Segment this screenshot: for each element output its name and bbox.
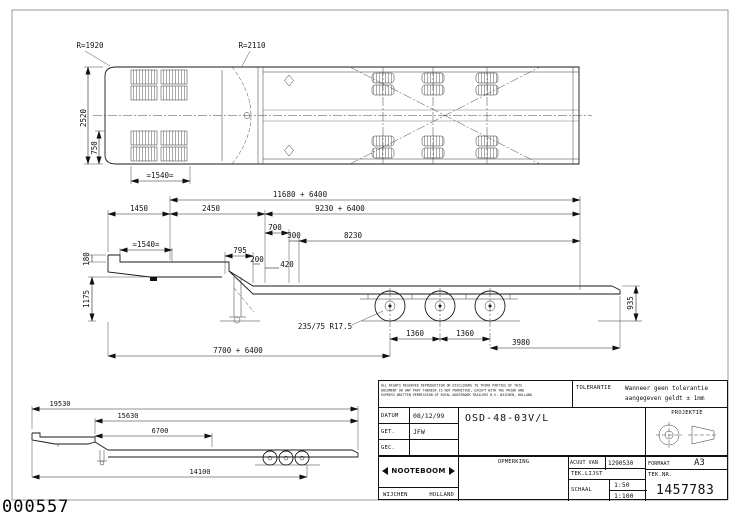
brand-city: WIJCHEN [383, 492, 408, 498]
getekend-row: GET. JFW [379, 424, 459, 440]
dim-neck-length: 2450 [202, 204, 221, 213]
dim-radius-neck: R=2110 [238, 41, 266, 50]
drawing-title-cell: OSD-48-03V/L [459, 408, 646, 456]
scale-label: SCHAAL [571, 487, 593, 493]
dim-ext-wheelbase: 14100 [189, 468, 210, 476]
teklijst-label: TEK.LIJST [571, 471, 603, 477]
brand-name: NOOTEBOOM [391, 467, 446, 475]
suspension [360, 294, 518, 300]
first-angle-projection-icon [656, 422, 718, 448]
dim-overall-length: 11680 + 6400 [273, 190, 328, 199]
gecontroleerd-row: GEC. [379, 440, 459, 456]
dim-neck-height: 1175 [82, 290, 91, 308]
remarks-label: OPMERKING [497, 459, 530, 465]
brand-logo: NOOTEBOOM [379, 467, 458, 475]
kingpin [150, 277, 157, 281]
lashing-diamonds [284, 74, 294, 157]
scale-value-2: 1:100 [614, 492, 634, 500]
sheet-frame [11, 9, 729, 501]
dim-overall-width: 2520 [79, 108, 88, 127]
dim-ext-overall: 19530 [49, 400, 70, 408]
landing-gear [229, 277, 255, 324]
tolerance-text-2: aangegeven geldt ± 1mm [625, 395, 705, 402]
logo-left-arrow-icon [382, 467, 389, 475]
copyright-line: ALL RIGHTS RESERVED REPRODUCTION OR DISC… [381, 383, 523, 388]
dim-half-width: 750 [90, 141, 99, 155]
format-row: FORMAAT A3 [646, 456, 728, 470]
drawing-title: OSD-48-03V/L [465, 413, 550, 424]
document-code: 000557 [2, 497, 70, 517]
tyre-size-label: 235/75 R17.5 [298, 322, 352, 331]
datum-label: DATUM [381, 413, 399, 419]
dim-ext-extension: 6700 [152, 427, 169, 435]
format-value: A3 [694, 458, 705, 468]
gooseneck-floor-plates [130, 69, 188, 162]
scale-cell: SCHAAL 1:50 1:100 [569, 480, 647, 501]
side-view: 11680 + 6400 1450 2450 9230 + 6400 700 3… [82, 190, 642, 359]
teklijst-row: TEK.LIJST [569, 469, 646, 480]
drawing-number-label: TEK.NR. [648, 472, 673, 478]
dim-180: 180 [82, 252, 91, 266]
datum-value: 08/12/99 [413, 412, 445, 420]
acuut-row: ACUUT VAN 1290530 [569, 456, 646, 470]
dim-700: 700 [268, 223, 282, 232]
axles-plan [349, 66, 541, 165]
drawing-number-value: 1457783 [656, 483, 715, 498]
dim-front-overhang: 1450 [130, 204, 149, 213]
format-label: FORMAAT [648, 461, 670, 467]
tolerance-text-1: Wanneer geen tolerantie [625, 385, 709, 392]
dim-axle-spacing-1: 1360 [406, 329, 425, 338]
dim-track-side: =1540= [132, 240, 160, 249]
wheels-small [255, 450, 320, 466]
datum-row: DATUM 08/12/99 [379, 408, 459, 424]
copyright-notice: ALL RIGHTS RESERVED REPRODUCTION OR DISC… [379, 381, 573, 408]
dim-track-top: =1540= [146, 171, 174, 180]
gecontroleerd-label: GEC. [381, 445, 396, 451]
remarks-cell: OPMERKING [459, 456, 569, 501]
getekend-label: GET. [381, 429, 396, 435]
top-view: R=1920 R=2110 2520 750 =1540= [76, 41, 592, 184]
logo-right-arrow-icon [448, 467, 455, 475]
tolerance-cell: TOLERANTIE Wanneer geen tolerantie aange… [573, 381, 728, 408]
copyright-line: DOCUMENT OR ANY PART THEREOF IS NOT PERM… [381, 388, 525, 393]
dim-200: 200 [250, 255, 264, 264]
scale-value-1: 1:50 [610, 480, 647, 491]
acuut-label: ACUUT VAN [570, 460, 598, 466]
extended-view: 19530 15630 6700 14100 [31, 400, 359, 480]
dim-wheelbase: 7700 + 6400 [213, 346, 263, 355]
brand-cell: NOOTEBOOM WIJCHEN HOLLAND [379, 456, 459, 501]
projection-cell: PROJEKTIE [646, 408, 728, 456]
dim-axle-spacing-2: 1360 [456, 329, 475, 338]
title-block: ALL RIGHTS RESERVED REPRODUCTION OR DISC… [378, 380, 728, 501]
projection-label: PROJEKTIE [671, 410, 703, 416]
dim-deck-plus-ext: 9230 + 6400 [315, 204, 365, 213]
dim-420: 420 [280, 260, 294, 269]
brand-country: HOLLAND [429, 492, 454, 498]
dim-deck-height: 935 [626, 296, 635, 310]
copyright-line: EXPRESS WRITTEN PERMISSION OF ROYAL NOOT… [381, 393, 533, 398]
landing-gear-small [97, 450, 107, 466]
dim-rear-section: 8230 [344, 231, 363, 240]
dim-radius-front: R=1920 [76, 41, 104, 50]
acuut-value: 1290530 [608, 460, 634, 467]
dim-300: 300 [287, 231, 301, 240]
dim-ext-deck: 15630 [117, 412, 138, 420]
tolerance-label: TOLERANTIE [576, 385, 612, 391]
dim-rear-overhang: 3980 [512, 338, 531, 347]
drawing-number-cell: TEK.NR. 1457783 [646, 470, 728, 501]
dim-795: 795 [233, 246, 247, 255]
getekend-value: JFW [413, 428, 425, 436]
